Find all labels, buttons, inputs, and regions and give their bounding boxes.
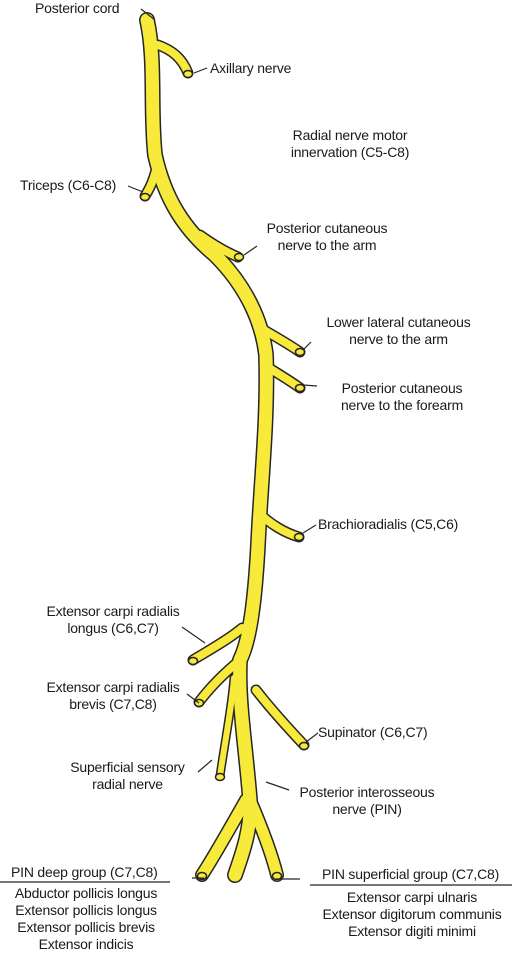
- posterior-cutaneous-arm-line-2: nerve to the arm: [277, 237, 377, 253]
- label-pin: Posterior interosseous nerve (PIN): [292, 784, 442, 818]
- nerve-cut-end: [233, 252, 245, 262]
- leader-posterior-cord: [140, 8, 156, 21]
- radial-motor-line-2: innervation (C5-C8): [290, 144, 410, 160]
- posterior-cutaneous-forearm-line-2: nerve to the forearm: [340, 397, 464, 413]
- nerve-cut-ends: [139, 69, 310, 881]
- nerve-cut-end: [294, 347, 306, 357]
- leader-posterior-cutaneous-arm: [243, 245, 258, 256]
- pin-superficial-muscle-1: Extensor carpi ulnaris: [346, 889, 478, 905]
- pin-superficial-muscle-2: Extensor digitorum communis: [322, 906, 502, 922]
- leader-ecrl: [181, 626, 206, 644]
- leader-pin: [265, 781, 290, 791]
- label-posterior-cutaneous-forearm: Posterior cutaneous nerve to the forearm: [317, 380, 487, 414]
- label-radial-nerve-motor: Radial nerve motor innervation (C5-C8): [280, 127, 420, 161]
- nerve-cut-end: [293, 532, 305, 542]
- pin-deep-muscle-2: Extensor pollicis longus: [15, 902, 157, 918]
- ecrl-line-2: longus (C6,C7): [67, 620, 159, 636]
- pin-deep-muscle-1: Abductor pollicis longus: [14, 885, 158, 901]
- lower-lateral-line-1: Lower lateral cutaneous: [326, 314, 471, 330]
- nerve-cut-end: [139, 192, 151, 202]
- leader-lines: [0, 8, 512, 886]
- label-ecrb: Extensor carpi radialis brevis (C7,C8): [27, 679, 199, 713]
- pin-superficial-muscle-3: Extensor digiti minimi: [348, 923, 476, 939]
- leader-superficial-sensory: [197, 759, 213, 773]
- pin-deep-muscle-list: Abductor pollicis longus Extensor pollic…: [0, 885, 172, 953]
- label-posterior-cord: Posterior cord: [35, 0, 120, 16]
- pin-superficial-muscle-list: Extensor carpi ulnaris Extensor digitoru…: [312, 889, 512, 940]
- ecrb-line-1: Extensor carpi radialis: [46, 679, 180, 695]
- posterior-cutaneous-forearm-line-1: Posterior cutaneous: [341, 380, 463, 396]
- pin-deep-muscle-4: Extensor indicis: [38, 936, 134, 952]
- nerve-cut-end: [187, 656, 199, 666]
- lower-lateral-line-2: nerve to the arm: [349, 331, 448, 347]
- leader-brachioradialis: [302, 524, 317, 534]
- leader-ecrb: [186, 693, 200, 704]
- label-axillary-nerve: Axillary nerve: [210, 60, 292, 76]
- ecrl-line-1: Extensor carpi radialis: [46, 603, 180, 619]
- leader-posterior-cutaneous-forearm: [302, 384, 318, 387]
- label-ecrl: Extensor carpi radialis longus (C6,C7): [28, 603, 198, 637]
- leader-supinator: [305, 732, 319, 743]
- nerve-cut-end: [214, 772, 226, 782]
- label-brachioradialis: Brachioradialis (C5,C6): [318, 516, 459, 532]
- label-pin-deep-title: PIN deep group (C7,C8): [11, 864, 158, 880]
- nerve-cut-end: [294, 383, 306, 393]
- superficial-sensory-line-2: radial nerve: [92, 776, 163, 792]
- leader-axillary: [193, 67, 208, 74]
- pin-deep-group-branch: [196, 794, 252, 881]
- label-lower-lateral-cutaneous: Lower lateral cutaneous nerve to the arm: [306, 314, 491, 348]
- label-posterior-cutaneous-arm: Posterior cutaneous nerve to the arm: [252, 220, 402, 254]
- pin-line-2: nerve (PIN): [332, 801, 402, 817]
- label-supinator: Supinator (C6,C7): [318, 724, 428, 740]
- pin-superficial-group-branch: [244, 794, 283, 881]
- label-triceps: Triceps (C6-C8): [20, 177, 117, 193]
- leader-lower-lateral: [302, 341, 312, 351]
- superficial-sensory-branch: [217, 675, 237, 779]
- radial-motor-line-1: Radial nerve motor: [292, 127, 408, 143]
- pin-deep-muscle-3: Extensor pollicis brevis: [17, 919, 155, 935]
- leader-triceps: [127, 185, 144, 193]
- pin-line-1: Posterior interosseous: [299, 784, 435, 800]
- label-pin-superficial-title: PIN superficial group (C7,C8): [322, 866, 500, 882]
- nerve-cut-end: [182, 69, 194, 79]
- main-radial-nerve-trunk: [140, 13, 273, 882]
- label-superficial-sensory: Superficial sensory radial nerve: [55, 759, 200, 793]
- axillary-nerve-branch: [154, 41, 192, 77]
- superficial-sensory-line-1: Superficial sensory: [70, 759, 185, 775]
- supinator-branch: [252, 686, 308, 749]
- nerve-cut-end: [298, 741, 310, 751]
- ecrb-line-2: brevis (C7,C8): [69, 696, 157, 712]
- ecrb-branch: [195, 656, 244, 706]
- posterior-cutaneous-arm-line-1: Posterior cutaneous: [266, 220, 388, 236]
